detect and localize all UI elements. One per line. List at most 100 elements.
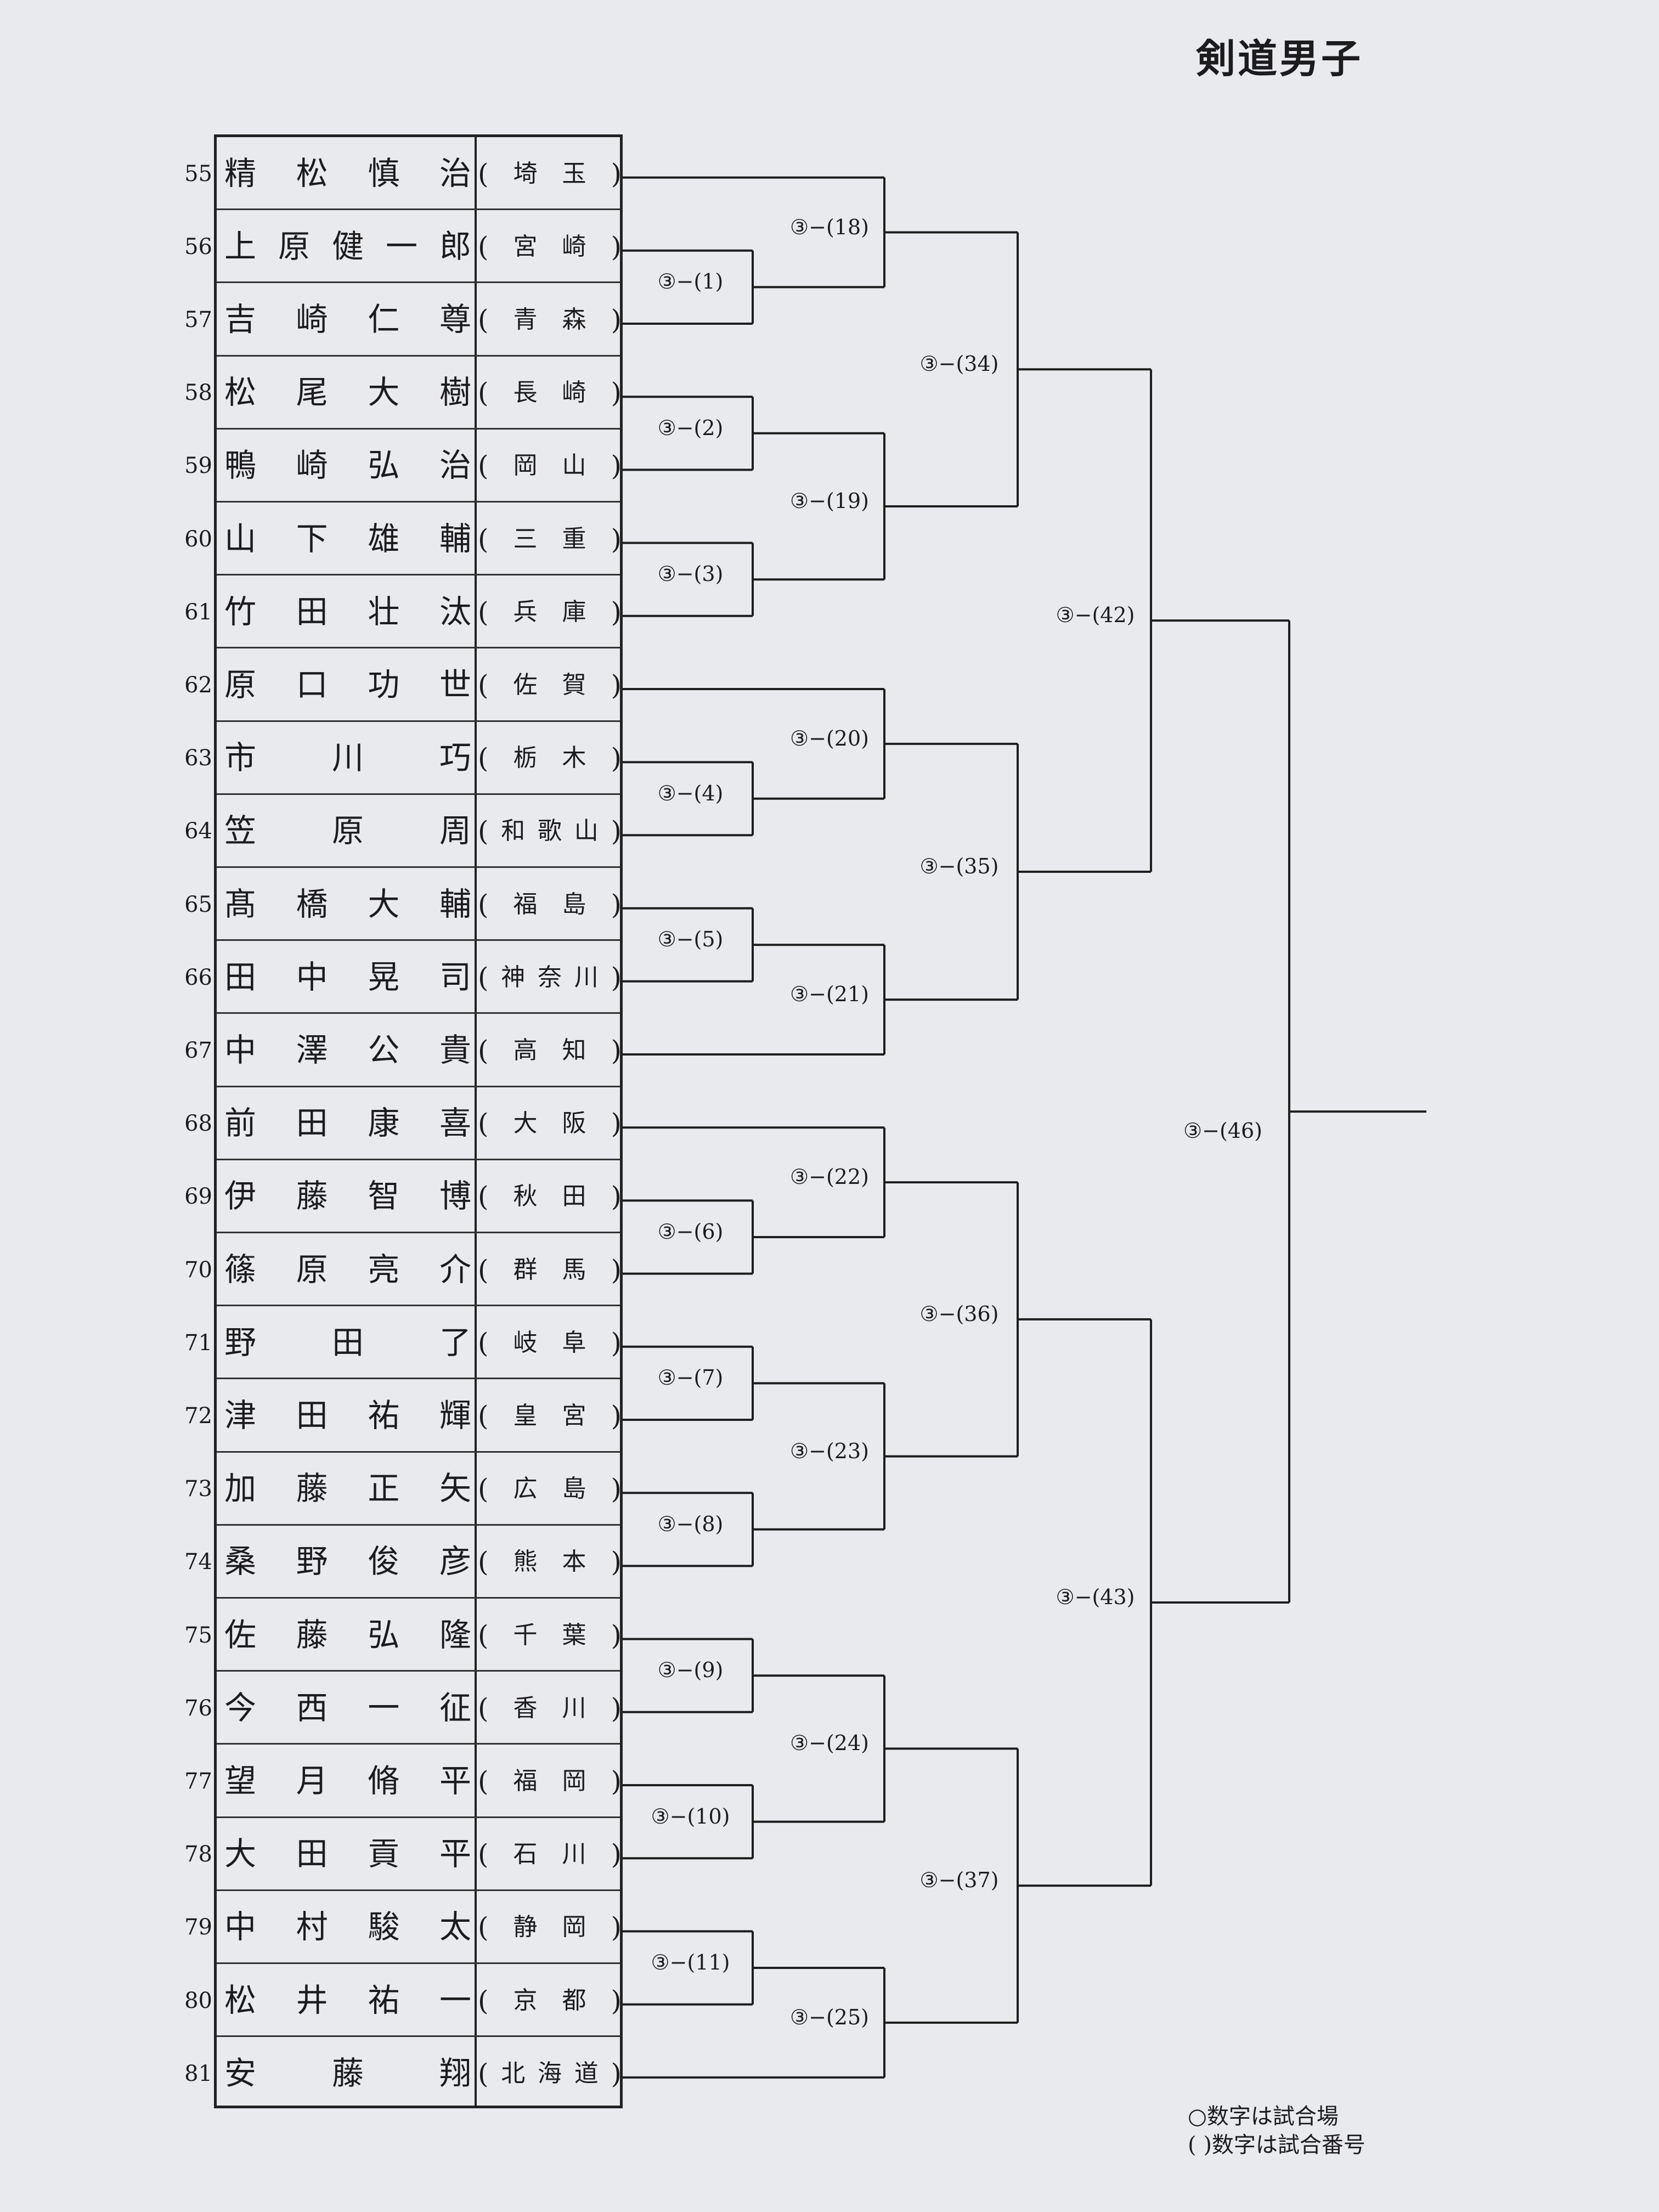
- player-prefecture: (群馬): [478, 1254, 622, 1286]
- prefecture-label: 宮崎: [513, 232, 586, 261]
- match-label-m8: ③−(8): [657, 1511, 724, 1536]
- player-prefecture: (広島): [478, 1473, 622, 1505]
- prefecture-label: 秋田: [513, 1182, 586, 1211]
- player-prefecture: (神奈川): [478, 961, 622, 994]
- match-label-m3: ③−(3): [657, 562, 724, 586]
- player-name: 田中晃司: [224, 958, 471, 996]
- prefecture-label: 長崎: [513, 379, 586, 407]
- player-prefecture: (兵庫): [478, 596, 622, 628]
- player-name: 鴨崎弘治: [224, 447, 471, 484]
- player-name: 精松慎治: [224, 154, 471, 192]
- player-prefecture: (長崎): [478, 377, 622, 409]
- player-name: 上原健一郎: [224, 227, 471, 265]
- player-prefecture: (佐賀): [478, 669, 622, 701]
- player-name: 松井祐一: [224, 1981, 471, 2019]
- prefecture-label: 岐阜: [513, 1328, 586, 1357]
- player-name: 中澤公貴: [224, 1031, 471, 1069]
- player-name: 前田康喜: [224, 1104, 471, 1142]
- match-label-m6: ③−(6): [657, 1220, 724, 1244]
- match-label-m19: ③−(19): [790, 489, 869, 513]
- prefecture-label: 群馬: [513, 1255, 586, 1284]
- match-label-m18: ③−(18): [790, 215, 869, 239]
- entry-row: 61 竹田壮汰(兵庫): [184, 575, 622, 649]
- player-name: 安藤翔: [224, 2054, 471, 2092]
- prefecture-label: 福島: [513, 890, 586, 918]
- entry-row: 70 篠原亮介(群馬): [184, 1233, 622, 1307]
- player-name: 市川巧: [224, 739, 471, 777]
- match-label-m5: ③−(5): [657, 927, 724, 952]
- match-label-m37: ③−(37): [919, 1868, 999, 1893]
- match-label-m4: ③−(4): [657, 781, 724, 805]
- player-name: 竹田壮汰: [224, 592, 471, 630]
- player-prefecture: (高知): [478, 1034, 622, 1066]
- prefecture-label: 大阪: [513, 1109, 586, 1138]
- entry-number: 66: [184, 964, 212, 990]
- prefecture-label: 北海道: [501, 2059, 599, 2087]
- match-label-m25: ③−(25): [790, 2005, 869, 2029]
- entry-number: 73: [184, 1476, 212, 1502]
- prefecture-label: 静岡: [513, 1913, 586, 1942]
- match-label-m7: ③−(7): [657, 1365, 724, 1390]
- player-prefecture: (和歌山): [478, 815, 622, 848]
- entry-row: 66 田中晃司(神奈川): [184, 941, 622, 1014]
- legend-match-note: ( )数字は試合番号: [1188, 2132, 1365, 2158]
- player-name: 桑野俊彦: [224, 1543, 471, 1581]
- prefecture-label: 熊本: [513, 1548, 586, 1576]
- page-title: 剣道男子: [1196, 35, 1363, 82]
- prefecture-label: 石川: [513, 1840, 586, 1869]
- match-label-m10: ③−(10): [651, 1804, 730, 1829]
- player-name: 吉崎仁尊: [224, 300, 471, 338]
- prefecture-label: 京都: [513, 1986, 586, 2015]
- prefecture-label: 高知: [513, 1036, 586, 1064]
- player-prefecture: (北海道): [478, 2057, 622, 2090]
- entry-number: 65: [184, 891, 212, 917]
- prefecture-label: 福岡: [513, 1767, 586, 1795]
- prefecture-label: 三重: [513, 524, 586, 553]
- entry-number: 56: [184, 234, 212, 259]
- entry-number: 79: [184, 1915, 212, 1940]
- player-name: 原口功世: [224, 665, 471, 703]
- prefecture-label: 埼玉: [513, 159, 586, 188]
- prefecture-label: 佐賀: [513, 670, 586, 699]
- player-prefecture: (皇宮): [478, 1400, 622, 1432]
- player-prefecture: (福岡): [478, 1765, 622, 1797]
- player-name: 篠原亮介: [224, 1250, 471, 1288]
- entry-number: 80: [184, 1988, 212, 2013]
- prefecture-label: 皇宮: [513, 1401, 586, 1430]
- prefecture-label: 和歌山: [501, 817, 599, 845]
- player-prefecture: (三重): [478, 523, 622, 555]
- player-name: 松尾大樹: [224, 374, 471, 411]
- entry-number: 61: [184, 599, 212, 625]
- player-prefecture: (静岡): [478, 1911, 622, 1944]
- entry-number: 69: [184, 1184, 212, 1210]
- player-name: 大田貢平: [224, 1835, 471, 1873]
- player-name: 野田了: [224, 1323, 471, 1361]
- entry-number: 71: [184, 1330, 212, 1356]
- match-label-m35: ③−(35): [919, 854, 999, 878]
- match-label-m22: ③−(22): [790, 1165, 869, 1189]
- match-label-m21: ③−(21): [790, 982, 869, 1007]
- player-name: 加藤正矢: [224, 1470, 471, 1508]
- prefecture-label: 香川: [513, 1694, 586, 1722]
- match-label-m46: ③−(46): [1183, 1119, 1262, 1143]
- match-label-m20: ③−(20): [790, 726, 869, 751]
- player-prefecture: (青森): [478, 303, 622, 336]
- entry-number: 70: [184, 1257, 212, 1283]
- match-label-m9: ③−(9): [657, 1658, 724, 1683]
- match-label-m11: ③−(11): [651, 1950, 730, 1974]
- entry-row: 81 安藤翔(北海道): [184, 2037, 622, 2110]
- player-prefecture: (宮崎): [478, 230, 622, 263]
- player-name: 髙橋大輔: [224, 885, 471, 923]
- entry-number: 81: [184, 2061, 212, 2086]
